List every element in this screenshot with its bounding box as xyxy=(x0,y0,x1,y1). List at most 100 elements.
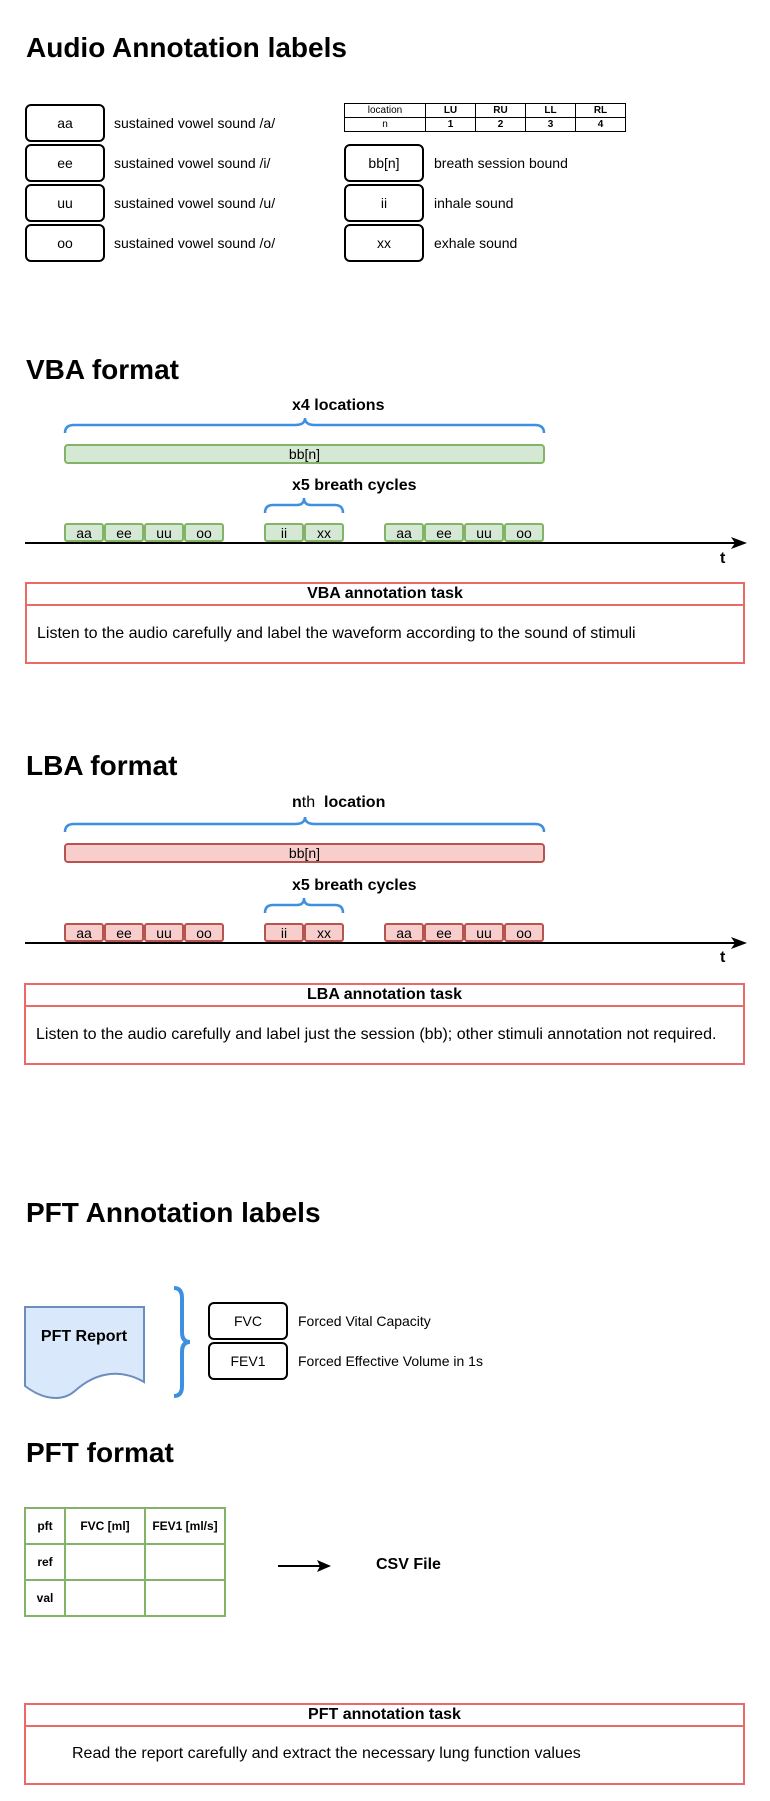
label-desc-aa: sustained vowel sound /a/ xyxy=(114,115,276,131)
pft-table-header-cell: pft xyxy=(24,1507,66,1545)
label-box-bb: bb[n] xyxy=(344,144,424,182)
lba-time-axis xyxy=(25,937,747,949)
lba-task-title: LBA annotation task xyxy=(26,985,743,1007)
pft-task-text: Read the report carefully and extract th… xyxy=(72,1745,581,1762)
lba-location-n: n xyxy=(292,794,302,811)
vba-time-axis-label: t xyxy=(720,550,726,567)
lba-segment-uu: uu xyxy=(464,923,504,942)
lba-segment-ii: ii xyxy=(264,923,304,942)
label-desc-ee: sustained vowel sound /i/ xyxy=(114,155,271,171)
pft-table-cell[interactable] xyxy=(144,1543,226,1581)
lba-cycles-label: x5 breath cycles xyxy=(292,877,417,894)
pft-report-label: PFT Report xyxy=(40,1328,128,1345)
lba-location-word: location xyxy=(324,794,386,811)
pft-export-arrow xyxy=(278,1560,331,1572)
lba-task-text: Listen to the audio carefully and label … xyxy=(36,1026,717,1043)
location-ru: RU xyxy=(475,103,526,118)
pft-table-row-label: ref xyxy=(24,1543,66,1581)
lba-segment-ee: ee xyxy=(104,923,144,942)
lba-task-box: LBA annotation task Listen to the audio … xyxy=(24,983,745,1065)
pft-table-row-label: val xyxy=(24,1579,66,1617)
pft-table-cell[interactable] xyxy=(64,1579,146,1617)
pft-table-row: ref xyxy=(24,1543,226,1581)
label-box-xx: xx xyxy=(344,224,424,262)
location-lu: LU xyxy=(425,103,476,118)
label-box-uu: uu xyxy=(25,184,105,222)
pft-labels-section-title: PFT Annotation labels xyxy=(26,1197,321,1228)
lba-segment-aa: aa xyxy=(64,923,104,942)
pft-labels-brace xyxy=(173,1286,191,1398)
vba-segment-uu: uu xyxy=(144,523,184,542)
label-desc-fev1: Forced Effective Volume in 1s xyxy=(298,1353,483,1369)
vba-locations-brace xyxy=(63,417,546,434)
vba-segment-aa: aa xyxy=(64,523,104,542)
label-desc-ii: inhale sound xyxy=(434,195,514,211)
location-table-row-label: location xyxy=(344,103,426,118)
lba-section-title: LBA format xyxy=(26,750,178,781)
vba-segment-oo: oo xyxy=(504,523,544,542)
vba-segment-ee: ee xyxy=(104,523,144,542)
location-number-1: 1 xyxy=(425,117,476,132)
location-table-row-label: n xyxy=(344,117,426,132)
pft-table: pft FVC [ml] FEV1 [ml/s] ref val xyxy=(24,1507,226,1617)
vba-section-title: VBA format xyxy=(26,354,179,385)
pft-table-header-cell: FVC [ml] xyxy=(64,1507,146,1545)
lba-time-axis-label: t xyxy=(720,949,726,966)
lba-segment-ee: ee xyxy=(424,923,464,942)
vba-cycles-brace xyxy=(263,497,345,514)
label-desc-oo: sustained vowel sound /o/ xyxy=(114,235,276,251)
vba-task-title: VBA annotation task xyxy=(27,584,743,606)
vba-segment-oo: oo xyxy=(184,523,224,542)
label-desc-uu: sustained vowel sound /u/ xyxy=(114,195,276,211)
pft-table-cell[interactable] xyxy=(144,1579,226,1617)
pft-task-title: PFT annotation task xyxy=(26,1705,743,1727)
vba-segment-aa: aa xyxy=(384,523,424,542)
label-box-fev1: FEV1 xyxy=(208,1342,288,1380)
pft-report-icon xyxy=(24,1306,145,1399)
lba-segment-uu: uu xyxy=(144,923,184,942)
lba-segment-aa: aa xyxy=(384,923,424,942)
label-box-fvc: FVC xyxy=(208,1302,288,1340)
label-desc-bb: breath session bound xyxy=(434,155,568,171)
vba-segment-ii: ii xyxy=(264,523,304,542)
location-number-3: 3 xyxy=(525,117,576,132)
location-number-4: 4 xyxy=(575,117,626,132)
vba-task-text: Listen to the audio carefully and label … xyxy=(37,625,636,642)
lba-cycles-brace xyxy=(263,897,345,914)
vba-segment-xx: xx xyxy=(304,523,344,542)
pft-table-cell[interactable] xyxy=(64,1543,146,1581)
label-desc-xx: exhale sound xyxy=(434,235,518,251)
lba-location-label: nth location xyxy=(292,794,385,812)
csv-file-label: CSV File xyxy=(376,1556,441,1573)
label-box-aa: aa xyxy=(25,104,105,142)
location-table-row-n: n 1 2 3 4 xyxy=(344,117,626,132)
label-box-oo: oo xyxy=(25,224,105,262)
vba-task-box: VBA annotation task Listen to the audio … xyxy=(25,582,745,664)
pft-task-box: PFT annotation task Read the report care… xyxy=(24,1703,745,1785)
location-ll: LL xyxy=(525,103,576,118)
audio-section-title: Audio Annotation labels xyxy=(26,32,347,63)
vba-cycles-label: x5 breath cycles xyxy=(292,477,417,494)
lba-segment-oo: oo xyxy=(184,923,224,942)
lba-session-bar: bb[n] xyxy=(64,843,545,863)
location-rl: RL xyxy=(575,103,626,118)
location-table: location LU RU LL RL n 1 2 3 4 xyxy=(344,103,626,132)
vba-segment-uu: uu xyxy=(464,523,504,542)
lba-segment-xx: xx xyxy=(304,923,344,942)
vba-segment-ee: ee xyxy=(424,523,464,542)
pft-table-header: pft FVC [ml] FEV1 [ml/s] xyxy=(24,1507,226,1545)
pft-table-row: val xyxy=(24,1579,226,1617)
label-box-ee: ee xyxy=(25,144,105,182)
lba-location-th: th xyxy=(301,794,316,811)
vba-session-bar: bb[n] xyxy=(64,444,545,464)
pft-table-header-cell: FEV1 [ml/s] xyxy=(144,1507,226,1545)
label-desc-fvc: Forced Vital Capacity xyxy=(298,1313,431,1329)
vba-locations-label: x4 locations xyxy=(292,397,385,414)
lba-segment-oo: oo xyxy=(504,923,544,942)
location-table-row-location: location LU RU LL RL xyxy=(344,103,626,118)
lba-location-brace xyxy=(63,816,546,833)
pft-format-section-title: PFT format xyxy=(26,1437,174,1468)
location-number-2: 2 xyxy=(475,117,526,132)
vba-time-axis xyxy=(25,537,747,549)
label-box-ii: ii xyxy=(344,184,424,222)
